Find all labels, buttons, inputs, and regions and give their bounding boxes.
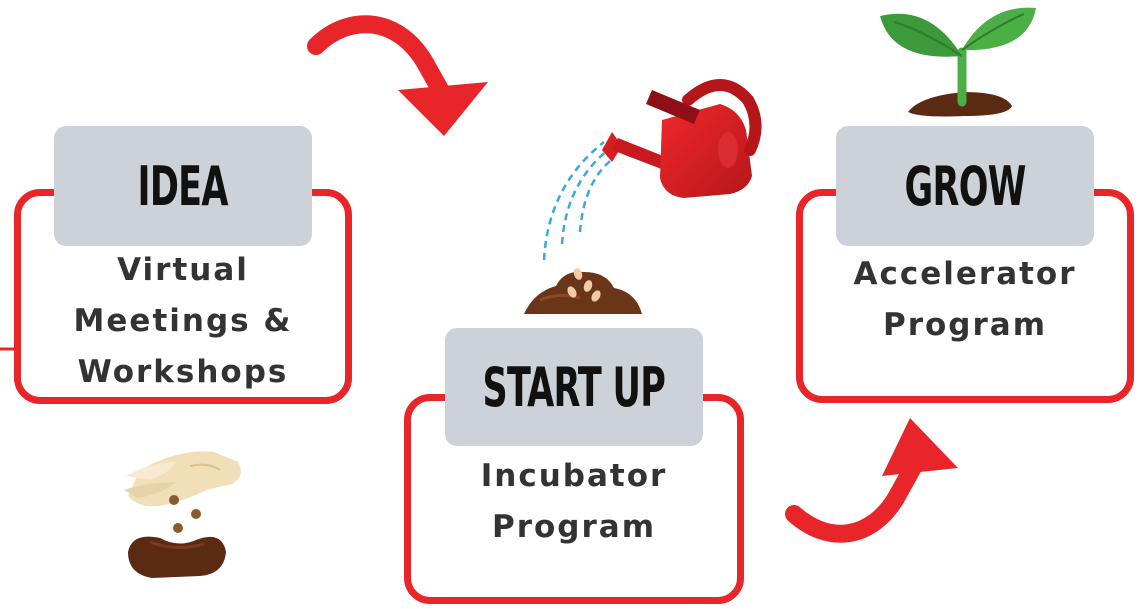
soil-with-seeds-icon — [524, 268, 642, 314]
startup-line-2: Program — [491, 509, 656, 545]
startup-description: Incubator Program — [410, 451, 738, 553]
curved-arrow-top-icon — [307, 15, 488, 136]
startup-line-1: Incubator — [480, 458, 668, 494]
idea-description: Virtual Meetings & Workshops — [20, 245, 346, 398]
idea-title: IDEA — [137, 154, 229, 218]
curved-arrow-bottom-icon — [785, 418, 958, 543]
startup-title: START UP — [482, 355, 666, 419]
hand-sowing-seeds-icon — [124, 451, 241, 578]
grow-line-1: Accelerator — [853, 256, 1077, 292]
sprout-icon — [880, 7, 1036, 117]
grow-title: GROW — [904, 154, 1026, 218]
startup-title-box: START UP — [445, 328, 703, 446]
idea-title-box: IDEA — [54, 126, 312, 246]
watering-can-icon — [542, 79, 762, 261]
grow-title-box: GROW — [836, 126, 1094, 246]
idea-line-1: Virtual — [117, 252, 249, 288]
idea-line-2: Meetings & — [73, 303, 293, 339]
idea-line-3: Workshops — [77, 354, 289, 390]
grow-line-2: Program — [882, 307, 1047, 343]
grow-description: Accelerator Program — [802, 249, 1128, 351]
